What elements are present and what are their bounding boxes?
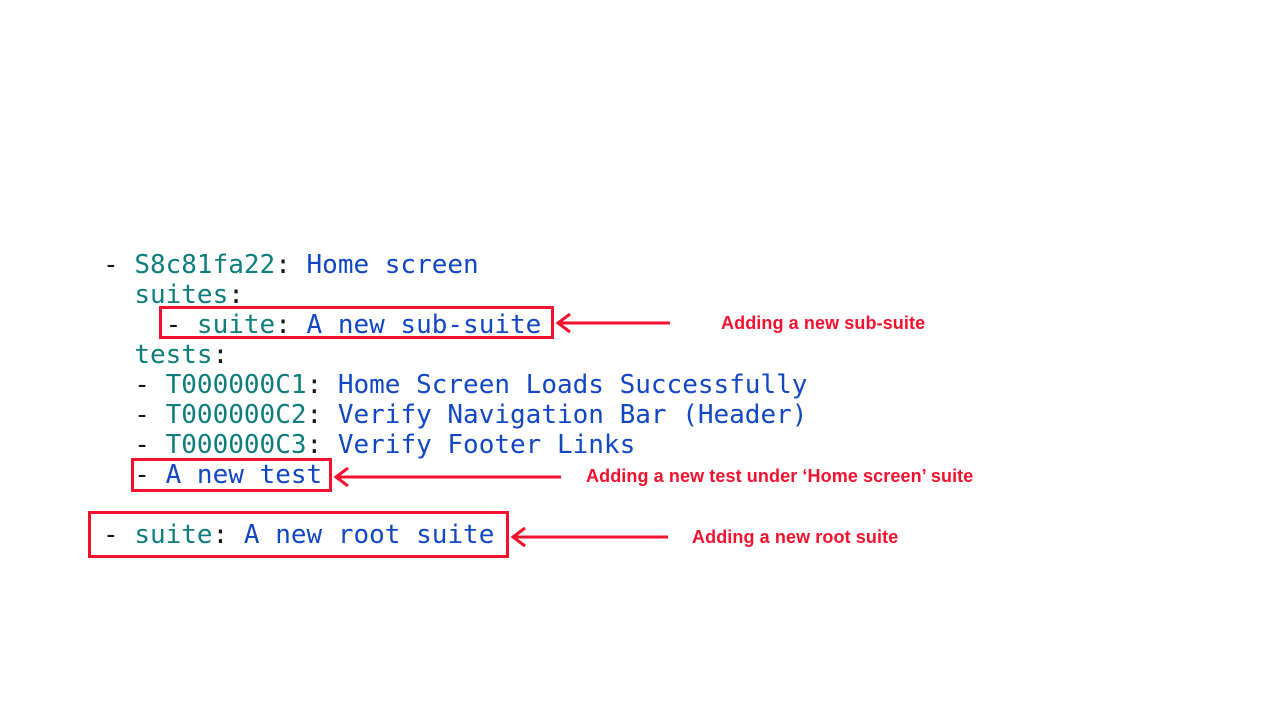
code-line: - suite: A new root suite [103, 520, 807, 550]
highlight-box-root-suite [88, 511, 509, 558]
code-token-key: S8c81fa22 [134, 250, 276, 280]
left-arrow-icon [555, 312, 670, 334]
code-token-value: A new test [165, 460, 323, 490]
code-line: tests: [103, 340, 807, 370]
annotation-label-root-suite: Adding a new root suite [692, 527, 899, 547]
code-token-key: tests [134, 340, 213, 370]
code-token-punct: : [306, 370, 323, 400]
code-token-punct: - [103, 430, 166, 460]
code-token-key: T000000C3 [165, 430, 307, 460]
code-token-key: suites [134, 280, 229, 310]
highlight-box-new-test [131, 458, 332, 492]
code-token-key: T000000C2 [165, 400, 307, 430]
code-token-punct: - [103, 400, 166, 430]
code-token-value: Home screen [290, 250, 479, 280]
code-token-punct: : [275, 250, 291, 280]
code-token-punct: - [103, 370, 166, 400]
code-token-punct [103, 280, 134, 310]
code-token-punct: : [306, 430, 323, 460]
code-line: - T000000C3: Verify Footer Links [103, 430, 807, 460]
code-token-value: A new sub-suite [290, 310, 542, 340]
code-token-punct [103, 340, 134, 370]
code-token-value: Verify Footer Links [322, 430, 636, 460]
left-arrow-icon [333, 466, 561, 488]
code-line: suites: [103, 280, 807, 310]
annotation-label-new-test: Adding a new test under ‘Home screen’ su… [586, 466, 974, 486]
code-token-value: A new root suite [228, 520, 495, 550]
code-token-key: suite [134, 520, 213, 550]
code-line: - T000000C2: Verify Navigation Bar (Head… [103, 400, 807, 430]
code-line: - suite: A new sub-suite [103, 310, 807, 340]
code-token-punct: - [103, 250, 135, 280]
annotation-label-sub-suite: Adding a new sub-suite [721, 313, 926, 333]
code-token-punct: - [103, 310, 197, 340]
code-token-key: T000000C1 [165, 370, 307, 400]
code-token-key: suite [196, 310, 276, 340]
highlight-box-sub-suite [159, 306, 554, 339]
code-token-punct: : [306, 400, 323, 430]
code-token-punct: : [212, 340, 229, 370]
code-token-punct: - [103, 520, 135, 550]
yaml-code-block: - S8c81fa22: Home screen suites: - suite… [103, 250, 807, 550]
left-arrow-icon [510, 526, 668, 548]
code-token-value: Home Screen Loads Successfully [322, 370, 808, 400]
code-line: - S8c81fa22: Home screen [103, 250, 807, 280]
code-token-punct: - [103, 460, 166, 490]
code-line: - T000000C1: Home Screen Loads Successfu… [103, 370, 807, 400]
code-token-punct: : [228, 280, 244, 310]
code-token-value: Verify Navigation Bar (Header) [322, 400, 808, 430]
code-token-punct: : [275, 310, 291, 340]
code-token-punct: : [212, 520, 229, 550]
code-line: - A new test [103, 460, 807, 490]
